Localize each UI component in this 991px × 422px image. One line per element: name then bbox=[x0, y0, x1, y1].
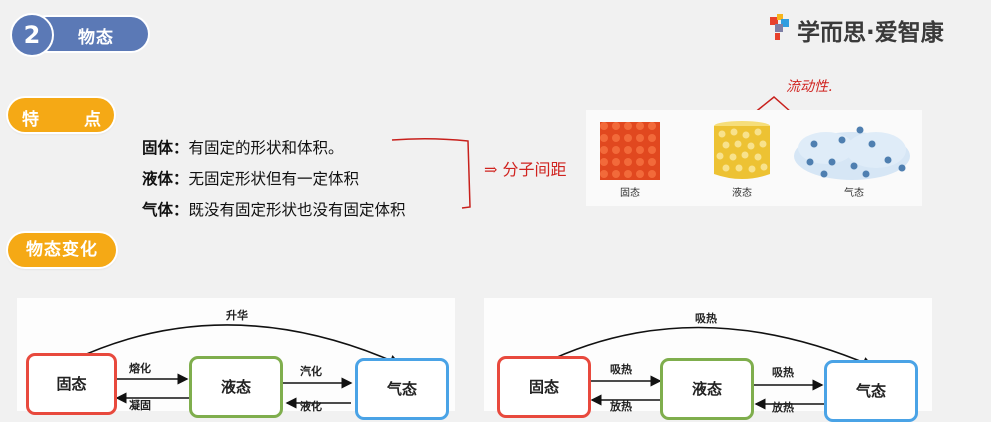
liquid-beaker-icon bbox=[714, 121, 770, 179]
handwritten-bracket bbox=[391, 137, 471, 209]
features-badge: 特 点 bbox=[8, 98, 114, 132]
property-solid: 固体：有固定的形状和体积。 bbox=[142, 139, 344, 157]
features-badge-char-2: 点 bbox=[84, 110, 101, 130]
state-properties-list: 固体：有固定的形状和体积。 液体：无固定形状但有一定体积 气体：既没有固定形状也… bbox=[142, 133, 406, 226]
phase-change-diagram-heat: 吸热 吸热 放热 吸热 放热 固态 液态 气态 bbox=[484, 298, 932, 422]
label-absorb-heat-1: 吸热 bbox=[610, 363, 632, 376]
section-number: 2 bbox=[10, 13, 54, 57]
label-gas: 气态 bbox=[844, 186, 864, 199]
features-badge-char-1: 特 bbox=[22, 110, 39, 130]
solid-lattice-icon bbox=[600, 122, 660, 180]
property-gas: 气体：既没有固定形状也没有固定体积 bbox=[142, 201, 406, 219]
state-change-badge: 物态变化 bbox=[8, 233, 116, 267]
gas-cloud-icon bbox=[794, 126, 910, 180]
states-illustration: 固态 液态 气态 bbox=[586, 110, 922, 206]
label-solid: 固态 bbox=[620, 186, 640, 199]
label-absorb-heat-top: 吸热 bbox=[695, 312, 717, 325]
label-vaporization: 汽化 bbox=[300, 365, 322, 378]
handwritten-note-fluidity: 流动性. bbox=[786, 79, 833, 95]
diagram-arrows bbox=[72, 324, 401, 409]
label-liquid: 液态 bbox=[732, 186, 752, 199]
section-title: 物态 bbox=[78, 28, 114, 48]
brand-name: 学而思·爱智康 bbox=[797, 20, 944, 46]
brand-logo-icon bbox=[767, 13, 791, 47]
label-sublimation: 升华 bbox=[226, 309, 248, 322]
label-release-heat-1: 放热 bbox=[610, 400, 632, 413]
node-gas: 气态 bbox=[824, 360, 918, 422]
node-solid: 固态 bbox=[497, 356, 591, 418]
label-freezing: 凝固 bbox=[129, 399, 151, 412]
particle-models: 固态 液态 气态 bbox=[600, 121, 910, 199]
property-liquid: 液体：无固定形状但有一定体积 bbox=[142, 170, 360, 188]
node-solid: 固态 bbox=[26, 353, 117, 415]
phase-change-diagram-names: 升华 熔化 凝固 汽化 液化 固态 液态 气态 bbox=[17, 298, 455, 420]
label-melting: 熔化 bbox=[129, 362, 151, 375]
label-release-heat-2: 放热 bbox=[772, 401, 794, 414]
label-absorb-heat-2: 吸热 bbox=[772, 366, 794, 379]
node-liquid: 液态 bbox=[189, 356, 283, 418]
handwritten-note-spacing: ⇒ 分子间距 bbox=[484, 160, 567, 179]
label-liquefaction: 液化 bbox=[300, 400, 322, 413]
diagram-arrows bbox=[541, 326, 874, 410]
